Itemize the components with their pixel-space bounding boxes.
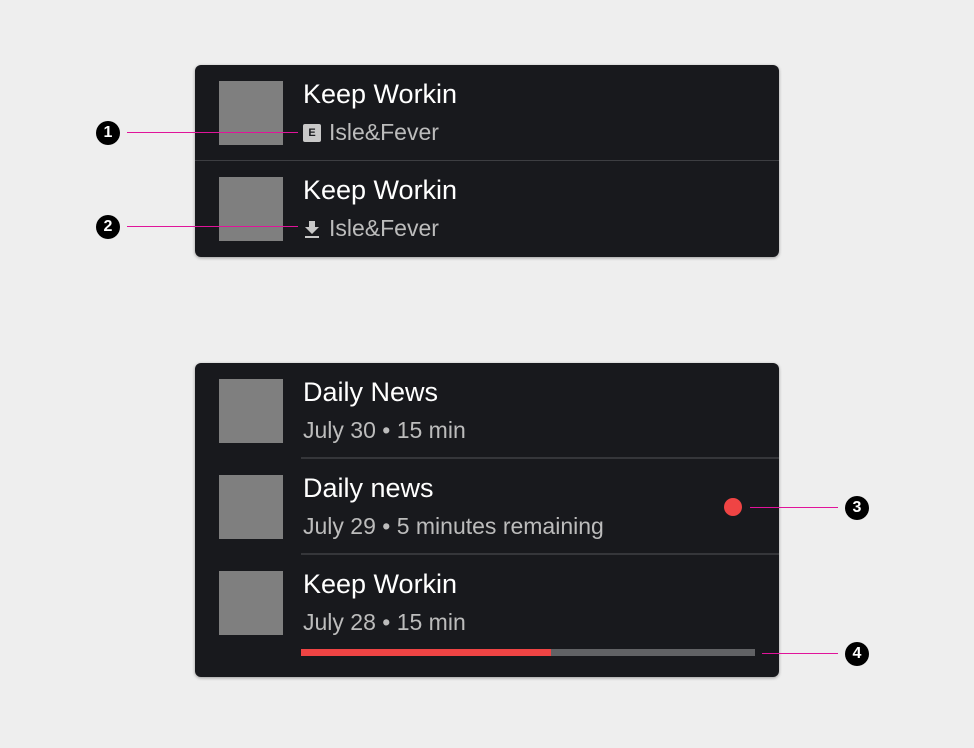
divider (195, 160, 779, 161)
song-list-item[interactable]: Keep Workin Isle&Fever (195, 161, 779, 257)
episode-list-item[interactable]: Daily News July 30 • 15 min (195, 363, 779, 459)
song-list-item[interactable]: Keep Workin E Isle&Fever (195, 65, 779, 161)
divider (301, 457, 779, 459)
song-subtitle: Isle&Fever (303, 215, 439, 242)
episode-thumbnail (219, 379, 283, 443)
episode-subtitle: July 28 • 15 min (303, 609, 466, 635)
artist-name: Isle&Fever (329, 119, 439, 145)
episode-subtitle: July 29 • 5 minutes remaining (303, 513, 604, 539)
artist-name: Isle&Fever (329, 215, 439, 241)
song-title: Keep Workin (303, 79, 458, 109)
song-subtitle: E Isle&Fever (303, 119, 439, 146)
episode-list-item[interactable]: Daily news July 29 • 5 minutes remaining (195, 459, 779, 555)
episode-title: Daily news (303, 473, 434, 503)
episode-subtitle: July 30 • 15 min (303, 417, 466, 443)
callout-marker-1: 1 (96, 121, 120, 145)
song-title: Keep Workin (303, 175, 458, 205)
callout-marker-3: 3 (845, 496, 869, 520)
callout-marker-4: 4 (845, 642, 869, 666)
episode-title: Keep Workin (303, 569, 458, 599)
episode-list-card: Daily News July 30 • 15 min Daily news J… (195, 363, 779, 677)
episode-thumbnail (219, 571, 283, 635)
callout-marker-2: 2 (96, 215, 120, 239)
callout-line-4 (762, 653, 838, 654)
callout-line-3 (750, 507, 838, 508)
callout-line-1 (127, 132, 298, 133)
song-list-card: Keep Workin E Isle&Fever Keep Workin Isl… (195, 65, 779, 257)
playback-progress-bar (301, 649, 755, 656)
album-art-thumbnail (219, 81, 283, 145)
callout-line-2 (127, 226, 298, 227)
episode-list-item[interactable]: Keep Workin July 28 • 15 min (195, 555, 779, 651)
explicit-icon: E (303, 123, 321, 142)
progress-fill (301, 649, 551, 656)
episode-title: Daily News (303, 377, 439, 407)
unplayed-dot-icon (724, 498, 742, 516)
divider (301, 553, 779, 555)
album-art-thumbnail (219, 177, 283, 241)
episode-thumbnail (219, 475, 283, 539)
download-icon (305, 220, 319, 238)
